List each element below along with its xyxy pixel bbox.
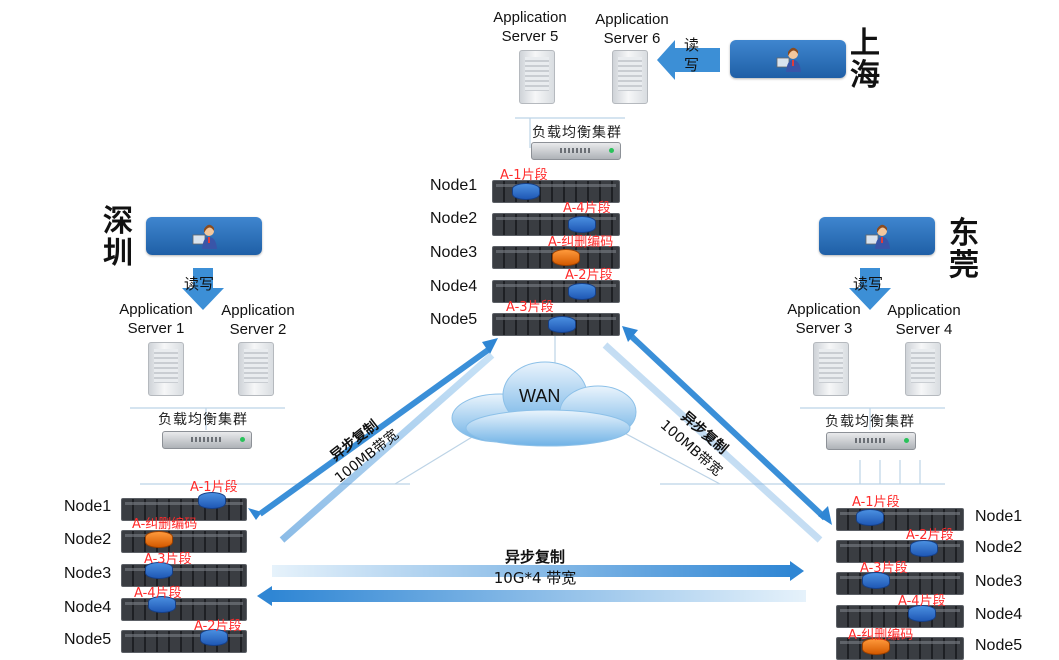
segment-label: A-纠删编码: [132, 517, 198, 532]
node-label: Node4: [64, 599, 112, 616]
arrow-icon: [182, 268, 224, 310]
node-label: Node3: [64, 565, 112, 582]
city-label-shenzhen: 深圳: [103, 204, 133, 271]
server-label: Application Server 6: [595, 11, 669, 47]
segment-label: A-2片段: [194, 619, 242, 634]
user-box-shanghai: [730, 40, 846, 78]
replication-arrows-bottom: [257, 561, 806, 606]
segment-label: A-2片段: [565, 268, 613, 283]
arrow-icon: [849, 268, 891, 310]
replication-bandwidth: 10G*4 带宽: [493, 569, 577, 587]
node-label: Node1: [975, 508, 1023, 525]
server-tower-icon: [905, 342, 941, 396]
server-tower-icon: [612, 50, 648, 104]
load-balancer-label: 负载均衡集群: [532, 124, 622, 140]
cloud-icon: [451, 361, 637, 447]
wan-label: WAN: [519, 386, 561, 406]
node-label: Node3: [430, 244, 478, 261]
server-tower-icon: [238, 342, 274, 396]
user-at-computer-icon: [776, 47, 801, 72]
segment-label: A-1片段: [852, 495, 900, 510]
arrow-icon: [657, 40, 720, 80]
storage-disk-icon: [552, 249, 580, 266]
node-label: Node2: [64, 531, 112, 548]
user-box-dongguan: [819, 217, 935, 255]
load-balancer-label: 负载均衡集群: [158, 411, 248, 427]
load-balancer-label: 负载均衡集群: [825, 413, 915, 429]
load-balancer-icon: [826, 432, 916, 450]
replication-arrows-right: [602, 326, 832, 543]
user-at-computer-icon: [192, 224, 217, 249]
storage-disk-icon: [568, 283, 596, 300]
segment-label: A-1片段: [190, 480, 238, 495]
storage-disk-icon: [568, 216, 596, 233]
replication-title: 异步复制: [504, 548, 565, 566]
server-label: Application Server 5: [493, 9, 567, 45]
read-write-label-dongguan: 读写: [853, 275, 884, 293]
storage-disk-icon: [145, 531, 173, 548]
node-label: Node2: [975, 539, 1023, 556]
server-tower-icon: [813, 342, 849, 396]
read-write-label-shanghai: 读写: [684, 36, 700, 74]
segment-label: A-4片段: [134, 586, 182, 601]
server-label: Application Server 4: [887, 302, 961, 338]
node-label: Node1: [64, 498, 112, 515]
user-at-computer-icon: [865, 224, 890, 249]
node-label: Node4: [975, 606, 1023, 623]
server-label: Application Server 2: [221, 302, 295, 338]
storage-disk-icon: [910, 540, 938, 557]
storage-disk-icon: [908, 605, 936, 622]
segment-label: A-3片段: [506, 300, 554, 315]
segment-label: A-4片段: [563, 201, 611, 216]
segment-label: A-4片段: [898, 594, 946, 609]
storage-disk-icon: [145, 562, 173, 579]
node-label: Node5: [64, 631, 112, 648]
storage-disk-icon: [862, 572, 890, 589]
city-label-shanghai: 上海: [850, 26, 880, 93]
storage-disk-icon: [200, 629, 228, 646]
server-tower-icon: [148, 342, 184, 396]
read-write-label-shenzhen: 读写: [184, 275, 215, 293]
segment-label: A-3片段: [144, 552, 192, 567]
segment-label: A-纠删编码: [548, 235, 614, 250]
user-box-shenzhen: [146, 217, 262, 255]
replication-label-bottom: 异步复制 10G*4 带宽: [480, 546, 590, 588]
storage-disk-icon: [862, 638, 890, 655]
segment-label: A-2片段: [906, 528, 954, 543]
segment-label: A-3片段: [860, 561, 908, 576]
server-label: Application Server 3: [787, 301, 861, 337]
node-label: Node5: [975, 637, 1023, 654]
node-label: Node4: [430, 278, 478, 295]
segment-label: A-纠删编码: [848, 628, 914, 643]
storage-disk-icon: [198, 492, 226, 509]
load-balancer-icon: [162, 431, 252, 449]
city-label-dongguan: 东莞: [949, 216, 979, 283]
node-label: Node3: [975, 573, 1023, 590]
storage-disk-icon: [512, 183, 540, 200]
storage-disk-icon: [148, 596, 176, 613]
storage-disk-icon: [856, 509, 884, 526]
server-tower-icon: [519, 50, 555, 104]
load-balancer-icon: [531, 142, 621, 160]
node-label: Node2: [430, 210, 478, 227]
storage-disk-icon: [548, 316, 576, 333]
segment-label: A-1片段: [500, 168, 548, 183]
node-label: Node5: [430, 311, 478, 328]
node-label: Node1: [430, 177, 478, 194]
replication-arrows-left: [248, 338, 498, 543]
server-label: Application Server 1: [119, 301, 193, 337]
